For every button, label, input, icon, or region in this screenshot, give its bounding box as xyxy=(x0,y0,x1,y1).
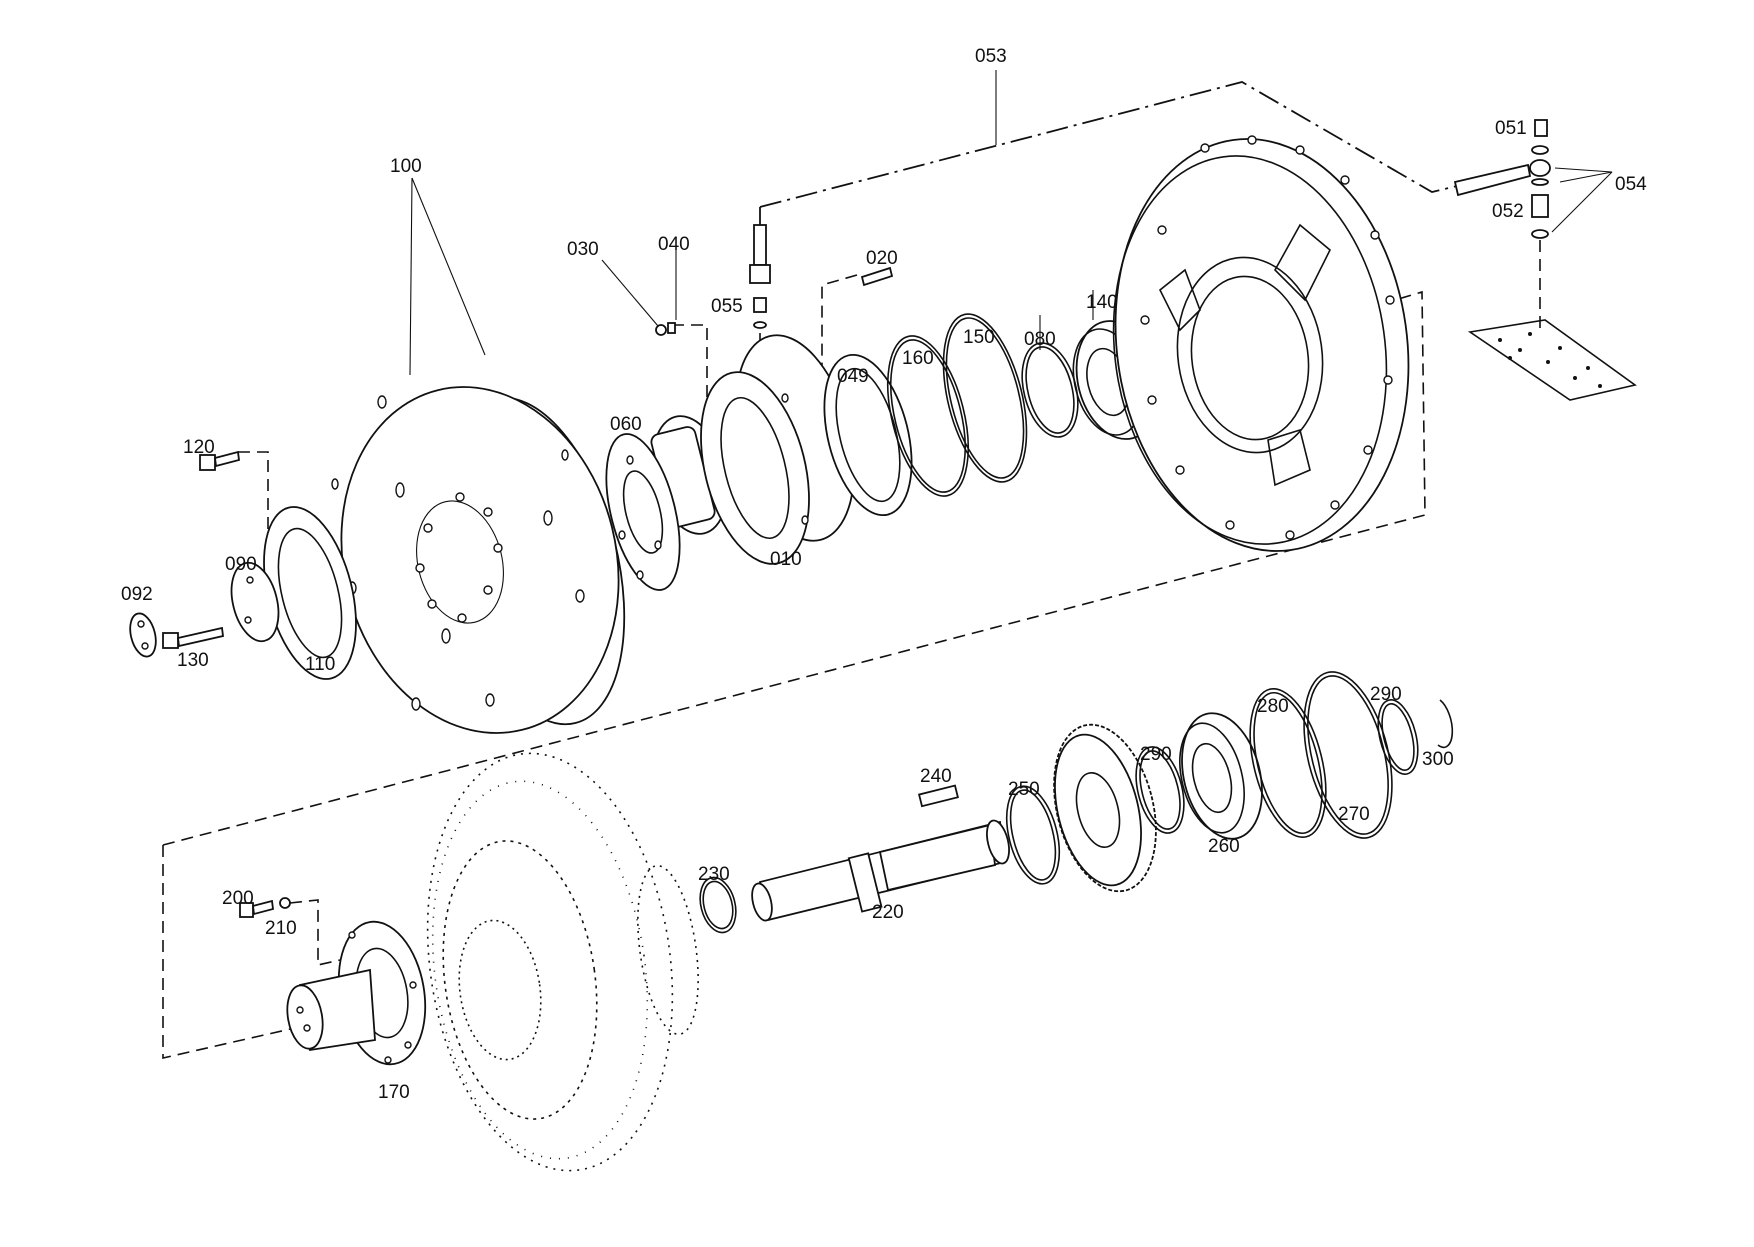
label-030: 030 xyxy=(567,239,599,260)
pipe-fittings-051-052-054 xyxy=(1453,119,1637,401)
label-270: 270 xyxy=(1338,804,1370,825)
drive-hub-060 xyxy=(605,415,728,591)
label-049: 049 xyxy=(837,366,869,387)
label-300: 300 xyxy=(1422,749,1454,770)
label-110: 110 xyxy=(305,654,335,675)
fitting-055 xyxy=(749,224,771,329)
label-140: 140 xyxy=(1086,292,1118,313)
label-130: 130 xyxy=(177,650,209,671)
label-240: 240 xyxy=(920,766,952,787)
flange-and-bolts xyxy=(129,450,357,680)
gear-set-and-rings xyxy=(1005,671,1454,893)
flex-plate-bolt-holes xyxy=(331,395,585,711)
flex-plate-100 xyxy=(331,386,626,734)
small-screws-030-040-020 xyxy=(601,250,894,336)
bolts-200-210 xyxy=(239,897,291,918)
label-290a: 290 xyxy=(1140,744,1172,765)
label-051: 051 xyxy=(1495,118,1527,139)
label-120: 120 xyxy=(183,437,215,458)
label-290b: 290 xyxy=(1370,684,1402,705)
label-230: 230 xyxy=(698,864,730,885)
label-052: 052 xyxy=(1492,201,1524,222)
part-labels: 053 100 030 040 020 055 051 054 052 060 … xyxy=(121,46,1647,1103)
label-040: 040 xyxy=(658,234,690,255)
torque-converter xyxy=(426,752,699,1172)
label-210: 210 xyxy=(265,918,297,939)
label-280: 280 xyxy=(1257,696,1289,717)
label-092: 092 xyxy=(121,584,153,605)
bearing-housing-010 xyxy=(700,334,856,565)
assembly-boundary-lines xyxy=(162,81,1541,1060)
input-shaft-220 xyxy=(699,784,1010,934)
label-250: 250 xyxy=(1008,779,1040,800)
label-053: 053 xyxy=(975,46,1007,67)
label-260: 260 xyxy=(1208,836,1240,857)
label-090: 090 xyxy=(225,554,257,575)
label-080: 080 xyxy=(1024,329,1056,350)
transmission-housing-cover xyxy=(1112,135,1410,552)
seal-and-rings xyxy=(823,313,1079,517)
label-054: 054 xyxy=(1615,174,1647,195)
label-020: 020 xyxy=(866,248,898,269)
label-100: 100 xyxy=(390,156,422,177)
label-150: 150 xyxy=(963,327,995,348)
label-160: 160 xyxy=(902,348,934,369)
label-200: 200 xyxy=(222,888,254,909)
housing-bolt-holes xyxy=(1140,135,1395,540)
label-220: 220 xyxy=(872,902,904,923)
label-055: 055 xyxy=(711,296,743,317)
label-170: 170 xyxy=(378,1082,410,1103)
label-010: 010 xyxy=(770,549,802,570)
output-flange-170 xyxy=(286,920,427,1066)
label-060: 060 xyxy=(610,414,642,435)
leader-lines xyxy=(409,70,1094,376)
